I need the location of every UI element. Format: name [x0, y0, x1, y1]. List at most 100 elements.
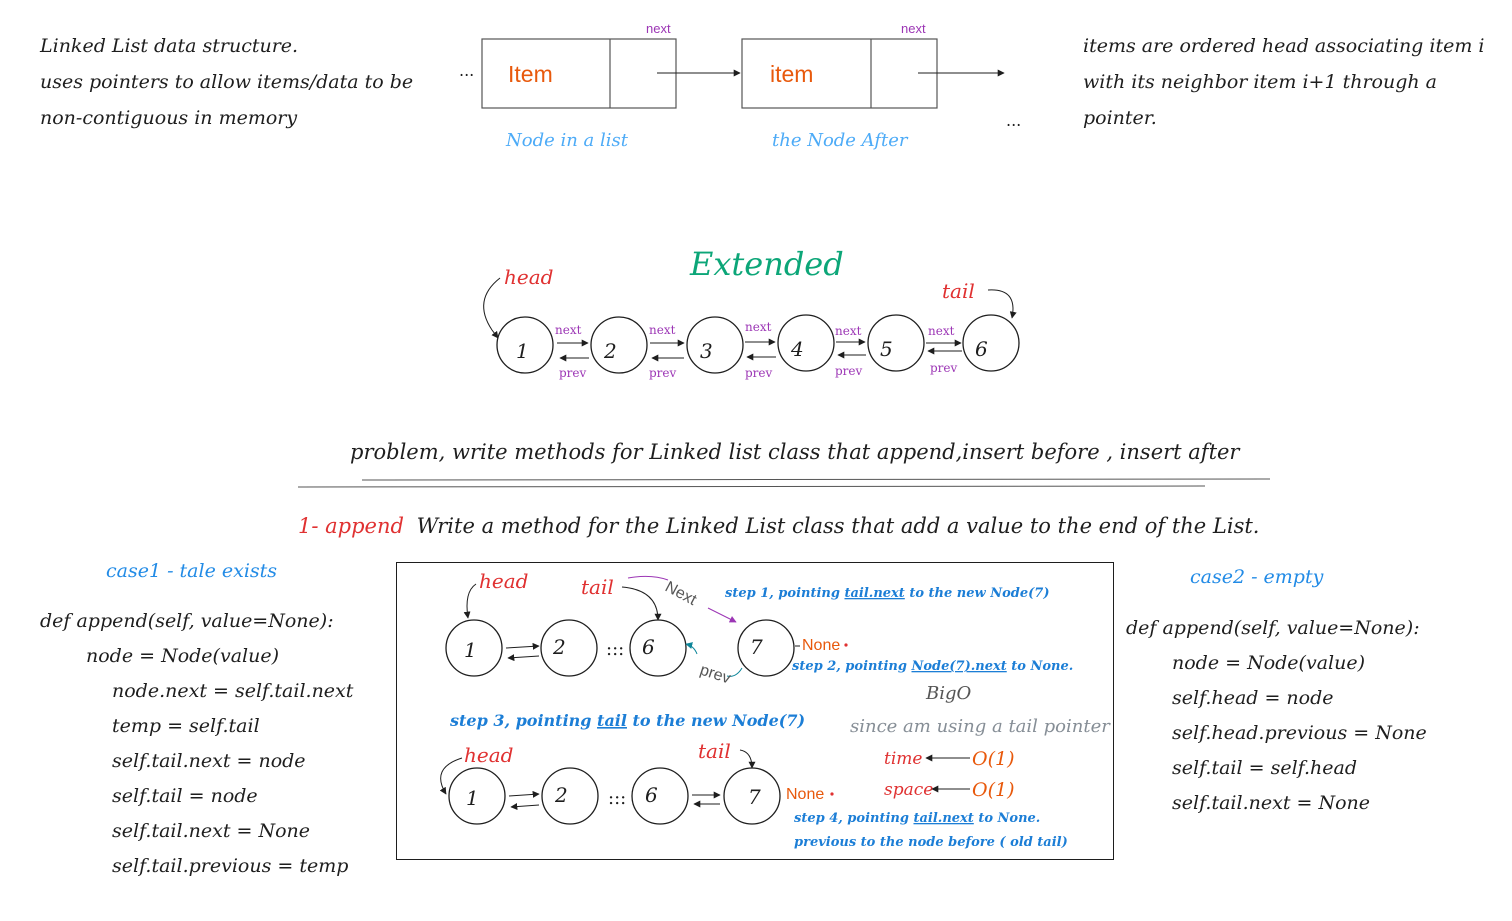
- node1-item: Item: [508, 61, 553, 87]
- node-diagram: ... Item next item next ... Node in a li…: [459, 21, 1021, 151]
- next-label: next: [649, 323, 676, 337]
- code-line: self.tail.previous = temp: [112, 855, 349, 877]
- case2-code: def append(self, value=None): node = Nod…: [1126, 611, 1427, 821]
- node2-caption: the Node After: [772, 130, 909, 151]
- extended-diagram: Extended head tail 1 2 3 4 5 6 next next…: [483, 245, 1020, 380]
- node-value: 1: [464, 638, 477, 662]
- code-line: self.tail.next = None: [112, 820, 310, 842]
- case1-title: case1 - tale exists: [106, 560, 278, 582]
- extended-title: Extended: [689, 245, 844, 283]
- box-next-word: Next: [662, 579, 700, 610]
- top-node-6: 6: [629, 619, 687, 677]
- prev-label: prev: [835, 364, 863, 378]
- ext-node-value: 5: [880, 337, 893, 361]
- ellipsis-left: ...: [459, 61, 474, 80]
- box-bottom-head-arrow: [439, 757, 463, 795]
- node-value: 1: [466, 786, 479, 810]
- next-label: next: [745, 320, 772, 334]
- code-line: self.tail = self.head: [1172, 757, 1358, 779]
- box-head-arrow: [463, 583, 477, 619]
- case2-title: case2 - empty: [1190, 566, 1324, 588]
- problem-underline: [297, 478, 1271, 488]
- intro-left-line: non-contiguous in memory: [40, 107, 298, 129]
- next-connector: [627, 575, 669, 581]
- none-dot: [844, 643, 848, 647]
- node-value: 7: [748, 785, 761, 809]
- intro-right-line: items are ordered head associating item …: [1083, 35, 1485, 57]
- step1-text: step 1, pointing tail.next to the new No…: [725, 586, 1049, 601]
- time-value: O(1): [972, 748, 1015, 770]
- node-value: 6: [642, 635, 655, 659]
- box-tail-label: tail: [581, 575, 614, 599]
- node-value: 2: [552, 635, 566, 659]
- case1-code: def append(self, value=None): node = Nod…: [40, 604, 353, 884]
- head-arrow: [483, 277, 501, 339]
- node1-next-label: next: [646, 21, 671, 36]
- intro-left-line: uses pointers to allow items/data to be: [40, 71, 414, 93]
- code-line: self.tail.next = None: [1172, 792, 1370, 814]
- append-description: Write a method for the Linked List class…: [416, 514, 1260, 538]
- code-line: self.tail = node: [112, 785, 258, 807]
- ext-node-3: 3: [686, 316, 744, 374]
- space-label: space: [884, 780, 933, 800]
- step2-text: step 2, pointing Node(7).next to None.: [792, 659, 1073, 674]
- node-value: 7: [750, 635, 763, 659]
- step4-text-line2: previous to the node before ( old tail): [794, 835, 1068, 850]
- ellipsis-right: ...: [1006, 111, 1021, 130]
- intro-right: items are ordered head associating item …: [1083, 28, 1484, 136]
- code-line: temp = self.tail: [112, 715, 260, 737]
- next-label: next: [835, 324, 862, 338]
- intro-right-line: pointer.: [1083, 107, 1157, 129]
- node-value: 6: [645, 783, 658, 807]
- bottom-node-1: 1: [448, 767, 506, 825]
- ext-node-value: 4: [790, 337, 804, 361]
- prev-label: prev: [745, 366, 773, 380]
- node2-next-label: next: [901, 21, 926, 36]
- box-bottom-head-label: head: [464, 743, 513, 767]
- bottom-prev-arrow: [510, 803, 540, 811]
- ext-node-4: 4: [777, 314, 835, 372]
- top-node-1: 1: [445, 619, 503, 677]
- next-label: next: [928, 324, 955, 338]
- append-number: 1- append: [298, 514, 404, 538]
- intro-left-line: Linked List data structure.: [40, 35, 299, 57]
- extended-tail-label: tail: [942, 279, 975, 303]
- code-line: self.head.previous = None: [1172, 722, 1427, 744]
- box-tail-arrow: [621, 586, 662, 621]
- bottom-node-2: 2: [541, 767, 599, 825]
- node1-caption: Node in a list: [505, 130, 629, 151]
- step1-arrow: [707, 607, 737, 623]
- top-prev-arrow: [507, 654, 540, 662]
- top-none: None: [802, 637, 840, 654]
- tail-arrow: [987, 289, 1017, 319]
- top-next-arrow: [505, 642, 540, 650]
- step4-text: step 4, pointing tail.next to None.: [794, 811, 1040, 826]
- intro-right-line: with its neighbor item i+1 through a: [1083, 71, 1437, 93]
- top-node-2: 2: [540, 619, 598, 677]
- ext-node-value: 6: [975, 337, 988, 361]
- top-node-7: 7: [737, 619, 795, 677]
- node2-item: item: [770, 61, 813, 87]
- bigo-reason: since am using a tail pointer: [850, 716, 1111, 737]
- bottom-none: None: [786, 786, 824, 803]
- time-label: time: [884, 749, 922, 769]
- ext-node-6: 6: [962, 314, 1020, 372]
- bottom-node-6: 6: [631, 767, 689, 825]
- code-line: def append(self, value=None):: [40, 610, 334, 632]
- ext-node-2: 2: [590, 316, 648, 374]
- top-dots: :::: [606, 639, 624, 660]
- code-line: self.tail.next = node: [112, 750, 306, 772]
- append-steps-box: [396, 562, 1114, 860]
- box-bottom-tail-label: tail: [698, 739, 731, 763]
- space-value: O(1): [972, 779, 1015, 801]
- code-line: node = Node(value): [86, 645, 279, 667]
- prev-arrow: [685, 642, 698, 655]
- step3-text: step 3, pointing tail to the new Node(7): [449, 711, 805, 730]
- code-line: node.next = self.tail.next: [112, 680, 354, 702]
- bigo-label: BigO: [925, 683, 972, 704]
- prev-label: prev: [559, 366, 587, 380]
- next-label: next: [555, 323, 582, 337]
- prev-connector: [726, 667, 743, 677]
- bottom-dots: :::: [608, 788, 626, 809]
- ext-node-1: 1: [496, 316, 554, 374]
